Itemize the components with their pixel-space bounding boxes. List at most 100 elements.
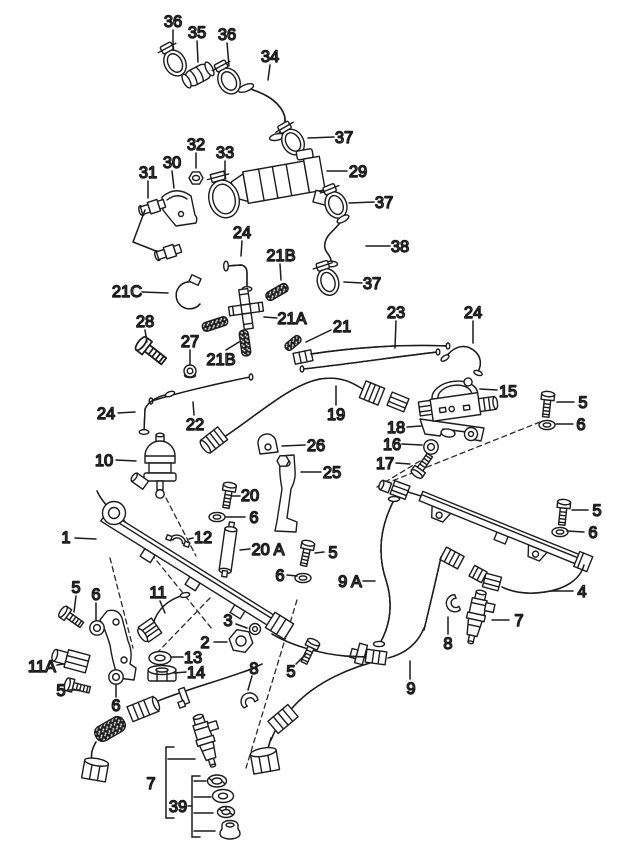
leader-line-28 [144, 329, 148, 343]
part-label-16-30: 16 [383, 436, 401, 454]
bolt-5-right-rail [554, 498, 572, 527]
part-label-4-57: 4 [577, 583, 586, 601]
hose-sleeve [94, 715, 126, 743]
part-label-27-18: 27 [181, 333, 199, 351]
part-label-31-9: 31 [139, 164, 157, 182]
part-label-21A-16: 21A [277, 310, 306, 328]
part-label-22-24: 22 [186, 416, 204, 434]
bolt-28 [132, 334, 170, 369]
leader-line-18 [406, 425, 422, 428]
part-label-25-32: 25 [323, 464, 341, 482]
leader-line-20 A [239, 548, 251, 551]
leader-line-5 [73, 595, 77, 613]
part-label-10-26: 10 [95, 452, 113, 470]
clip-8-left [237, 689, 260, 709]
spacer-tube-20A [218, 521, 238, 578]
part-label-3-47: 3 [223, 612, 232, 630]
cross-fitting-21A [227, 287, 265, 331]
washer-39-b [211, 788, 235, 804]
leader-line-35 [196, 40, 199, 63]
bolt-5-rail-left [296, 538, 316, 568]
part-label-34-3: 34 [261, 48, 279, 66]
washer-13 [148, 650, 172, 666]
part-label-21C-15: 21C [112, 283, 142, 301]
hose-23 [299, 348, 441, 373]
part-label-11-46: 11 [149, 584, 166, 602]
part-label-37-4: 37 [335, 129, 353, 147]
part-label-17-31: 17 [376, 455, 394, 473]
crossover-pipe-4 [468, 564, 585, 594]
leader-line-16 [401, 443, 423, 446]
clamp-26 [257, 433, 279, 455]
washer-6-rail-left [294, 572, 312, 584]
valve-31-lower [154, 243, 183, 262]
support-bracket-25 [274, 454, 298, 533]
leader-line-21B [279, 263, 282, 281]
bracket-18 [419, 418, 485, 442]
elbow-hose-24-left [138, 390, 176, 436]
leader-line-21 [305, 329, 332, 343]
hose-38 [323, 214, 350, 268]
fuel-rail-left [96, 490, 295, 640]
pressure-damper-10 [130, 432, 177, 499]
valve-31-upper [138, 198, 167, 217]
part-label-35-1: 35 [188, 24, 206, 42]
part-label-6-45: 6 [91, 586, 100, 604]
part-label-5-52: 5 [56, 682, 65, 700]
hose-22 [148, 373, 254, 405]
hose-24-right [440, 345, 483, 377]
hose-19 [199, 377, 410, 454]
part-label-38-11: 38 [391, 238, 409, 256]
tube-21B-right [265, 282, 289, 302]
seal-ring-39-c [216, 805, 236, 819]
supply-line-11A [80, 663, 263, 783]
leader-line-8 [247, 675, 253, 691]
seal-ring-39-a [206, 774, 228, 788]
part-label-5-44: 5 [71, 579, 80, 597]
leader-line-15 [479, 388, 498, 391]
leader-line-21A [263, 316, 278, 319]
bolt-20 [218, 480, 238, 510]
clip-21C [175, 274, 202, 310]
washer-6-left-lower [108, 669, 124, 685]
part-label-23-21: 23 [387, 304, 405, 322]
part-label-36-2: 36 [218, 26, 236, 44]
part-label-39-62: 39 [169, 798, 187, 816]
hose-21 [284, 334, 451, 365]
part-label-12-42: 12 [194, 529, 212, 547]
assembly-guide-line [165, 497, 197, 557]
part-label-5-40: 5 [328, 544, 337, 562]
part-label-37-12: 37 [363, 275, 381, 293]
part-label-19-25: 19 [327, 406, 345, 424]
part-label-7-61: 7 [146, 775, 155, 793]
leader-line-21C [141, 291, 169, 294]
part-label-21B-19: 21B [206, 351, 235, 369]
part-label-21-20: 21 [333, 318, 351, 336]
leader-line-31 [132, 209, 157, 252]
coiled-hose-9 [387, 546, 465, 659]
leader-line-37 [307, 136, 335, 139]
leader-line-12 [188, 537, 194, 540]
part-label-13-50: 13 [184, 649, 202, 667]
part-label-24-23: 24 [97, 405, 115, 423]
part-label-32-6: 32 [187, 136, 205, 154]
leader-line-3 [235, 623, 248, 629]
leader-line-6 [566, 530, 585, 533]
part-label-14-51: 14 [187, 664, 205, 682]
clamp-33 [206, 170, 241, 219]
leader-line-34 [267, 64, 271, 81]
leader-line-5 [314, 551, 325, 554]
part-label-28-17: 28 [136, 313, 154, 331]
leader-line-21B [225, 341, 240, 351]
part-label-6-36: 6 [588, 524, 597, 542]
leader-line-26 [281, 444, 306, 447]
part-label-36-0: 36 [164, 13, 182, 31]
part-label-30-8: 30 [163, 154, 181, 172]
part-label-1-41: 1 [61, 529, 70, 547]
nut-32 [188, 171, 204, 185]
part-label-24-13: 24 [233, 224, 251, 242]
elbow-hose-24-top [222, 260, 253, 293]
supply-hose-lower [249, 658, 387, 775]
